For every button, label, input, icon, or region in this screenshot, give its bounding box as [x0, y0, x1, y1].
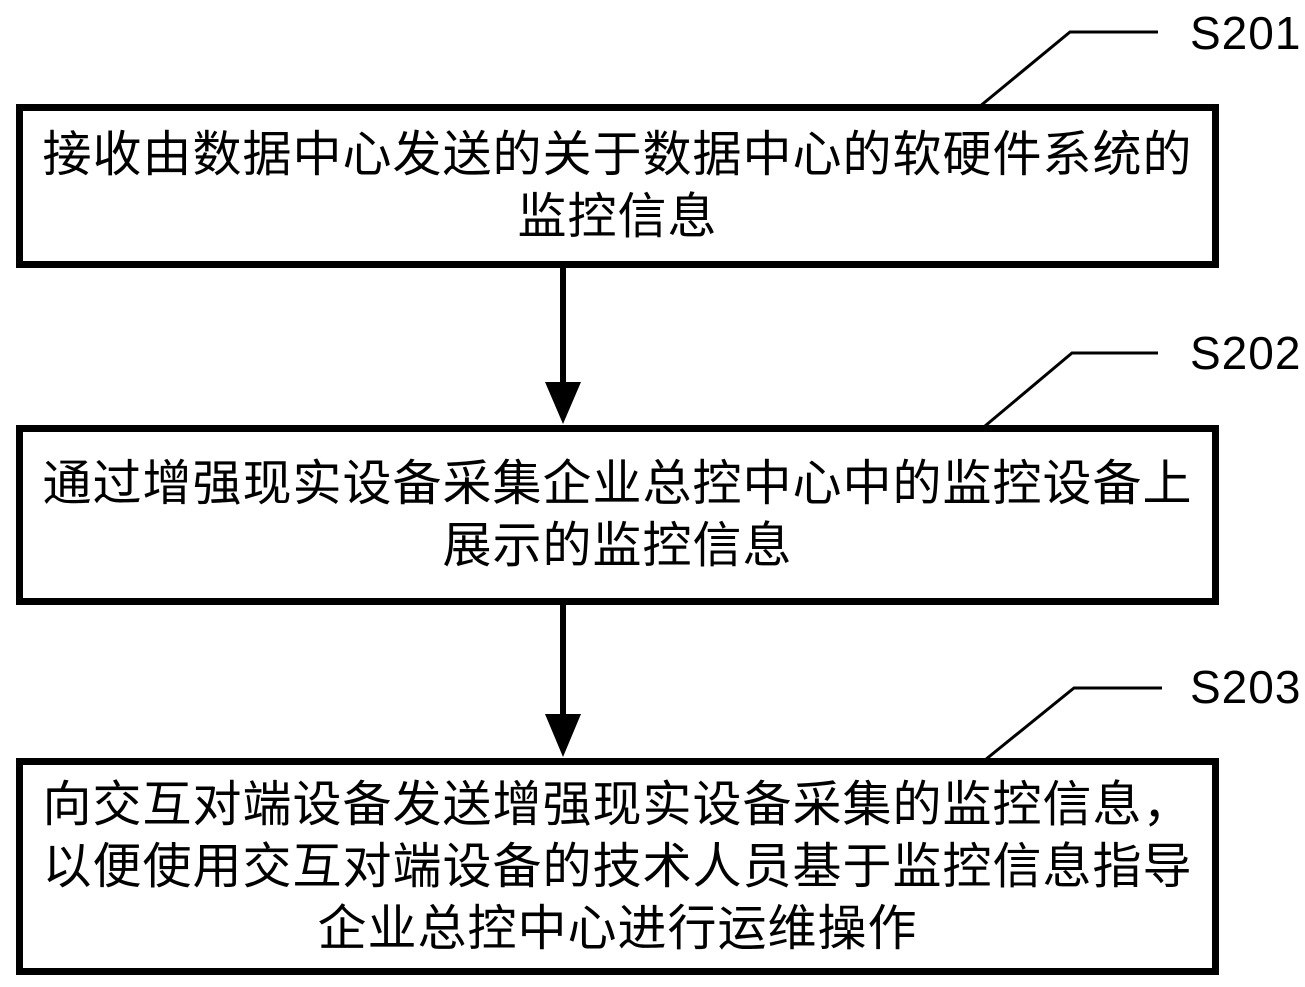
step-s201-text-line-2: 监控信息 [517, 190, 718, 244]
step-s202-text-line-1: 通过增强现实设备采集企业总控中心中的监控设备上 [42, 457, 1193, 511]
step-s203-text-line-2: 以便使用交互对端设备的技术人员基于监控信息指导 [42, 839, 1193, 894]
step-label-s201: S201 [1190, 7, 1302, 59]
leader-line-s202 [984, 351, 1158, 428]
leader-line-s203 [984, 686, 1162, 762]
step-box-s203: 向交互对端设备发送增强现实设备采集的监控信息， 以便使用交互对端设备的技术人员基… [16, 758, 1219, 975]
step-s203-text-line-3: 企业总控中心进行运维操作 [317, 901, 918, 956]
step-box-s201: 接收由数据中心发送的关于数据中心的软硬件系统的 监控信息 [16, 104, 1219, 268]
flow-arrow-2-arrowhead-icon [545, 714, 581, 757]
flow-arrow-1-arrowhead-icon [545, 382, 581, 424]
step-s203-text-line-1: 向交互对端设备发送增强现实设备采集的监控信息， [42, 777, 1193, 832]
step-s201-text-line-1: 接收由数据中心发送的关于数据中心的软硬件系统的 [42, 128, 1193, 182]
step-box-s202: 通过增强现实设备采集企业总控中心中的监控设备上 展示的监控信息 [16, 425, 1219, 605]
step-s202-text-line-2: 展示的监控信息 [442, 519, 793, 573]
step-label-s202: S202 [1190, 327, 1302, 379]
leader-line-s201 [978, 30, 1158, 109]
step-label-s203: S203 [1190, 661, 1302, 713]
